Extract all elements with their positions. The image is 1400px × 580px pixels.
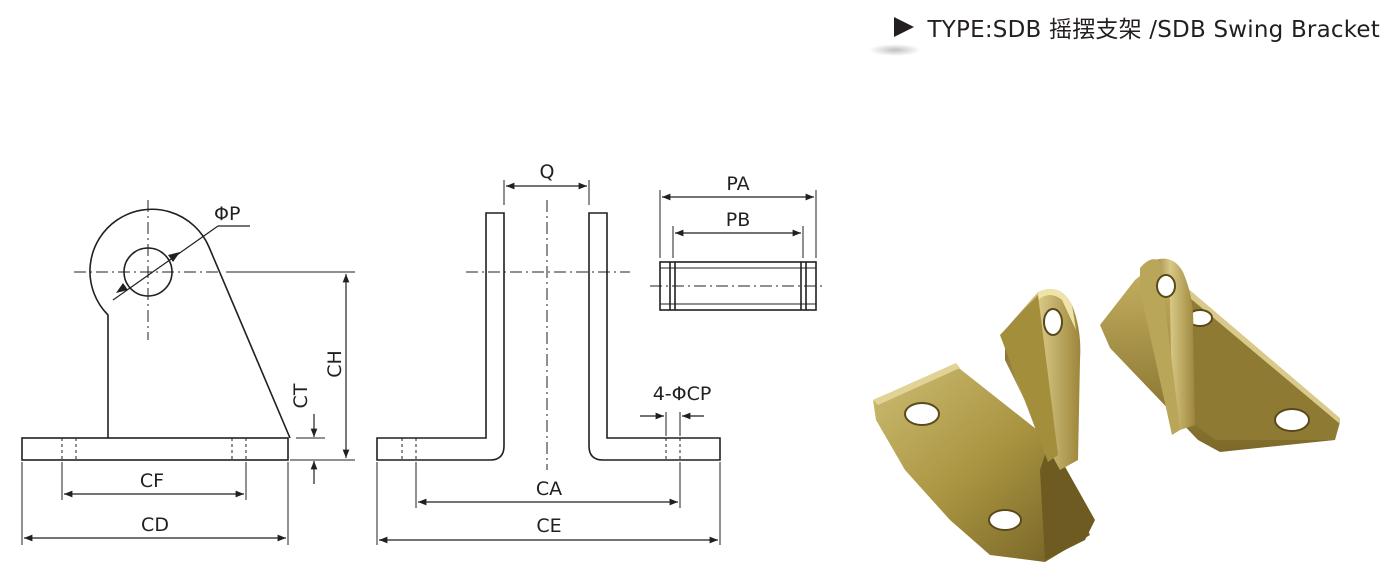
- front-left-bracket: [376, 212, 505, 461]
- front-right-bracket: [588, 212, 721, 461]
- dim-label-pa: PA: [726, 173, 749, 195]
- side-upright: [89, 208, 291, 439]
- dim-label-ca: CA: [536, 478, 562, 500]
- dim-label-p: ΦP: [214, 203, 240, 225]
- pin-view: [650, 190, 826, 311]
- page-title: TYPE:SDB 摇摆支架 /SDB Swing Bracket: [927, 17, 1380, 43]
- dim-label-cp: 4-ΦCP: [653, 383, 712, 405]
- dim-label-q: Q: [540, 161, 555, 183]
- front-view: [376, 180, 721, 545]
- product-photo: [873, 258, 1340, 562]
- side-hidden-holes: [61, 438, 247, 460]
- dim-label-ce: CE: [536, 515, 561, 537]
- page-header: TYPE:SDB 摇摆支架 /SDB Swing Bracket: [893, 10, 1380, 44]
- dim-label-pb: PB: [726, 209, 751, 231]
- side-base-plate: [21, 437, 289, 461]
- bracket-right-illustration: [1100, 258, 1340, 452]
- dim-label-cd: CD: [141, 514, 169, 536]
- dim-label-ch: CH: [324, 350, 346, 378]
- dim-label-cf: CF: [140, 470, 164, 492]
- triangle-right-icon: [893, 17, 914, 37]
- dim-label-ct: CT: [290, 383, 312, 408]
- bracket-left-illustration: [873, 288, 1095, 562]
- side-view: [21, 200, 355, 545]
